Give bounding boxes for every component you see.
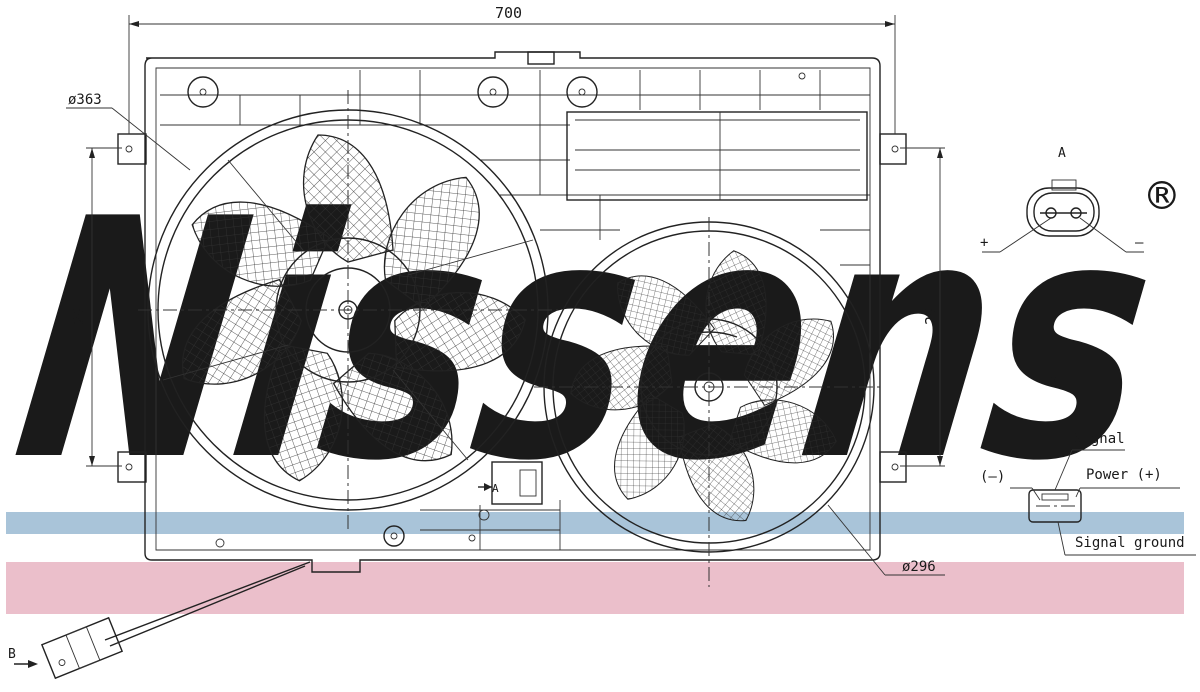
connector-a-plus: +	[980, 235, 988, 251]
dimension-height-right-label: 291	[922, 298, 940, 325]
dimension-width-label: 700	[495, 4, 522, 22]
diameter-large-callout: ø363	[66, 92, 191, 171]
dimension-height-left-label: 291	[70, 298, 88, 325]
height-dimension-right: 291	[900, 147, 945, 467]
view-b-label: B	[1049, 375, 1057, 390]
connector-a-minus: –	[1135, 235, 1144, 251]
connector-b-detail: B (–) Signal Power (+) Signal ground	[980, 375, 1196, 556]
connector-housing: A	[478, 461, 543, 505]
cable-harness	[40, 561, 311, 680]
connector-b-signal-ground: Signal ground	[1075, 535, 1185, 551]
watermark-band-pink	[6, 562, 1184, 614]
view-b-pointer: B	[8, 647, 38, 668]
dimension-small-diameter-label: ø296	[902, 559, 936, 575]
width-dimension: 700	[128, 4, 896, 134]
connector-a-detail: A + –	[980, 146, 1144, 253]
shroud-frame	[117, 51, 907, 573]
small-fan	[534, 217, 884, 587]
connector-b-minus: (–)	[980, 469, 1005, 485]
view-b-pointer-label: B	[8, 647, 16, 662]
view-a-pointer-label: A	[492, 482, 499, 495]
diameter-small-callout: ø296	[827, 504, 945, 576]
watermark-band-blue	[6, 512, 1184, 534]
view-a-label: A	[1058, 146, 1066, 161]
large-fan	[138, 90, 558, 530]
height-dimension-left: 291	[70, 147, 122, 467]
connector-b-signal: Signal	[1074, 431, 1125, 447]
connector-b-power: Power (+)	[1086, 467, 1162, 483]
registered-mark: ®	[1148, 169, 1176, 223]
dimension-large-diameter-label: ø363	[68, 92, 102, 108]
